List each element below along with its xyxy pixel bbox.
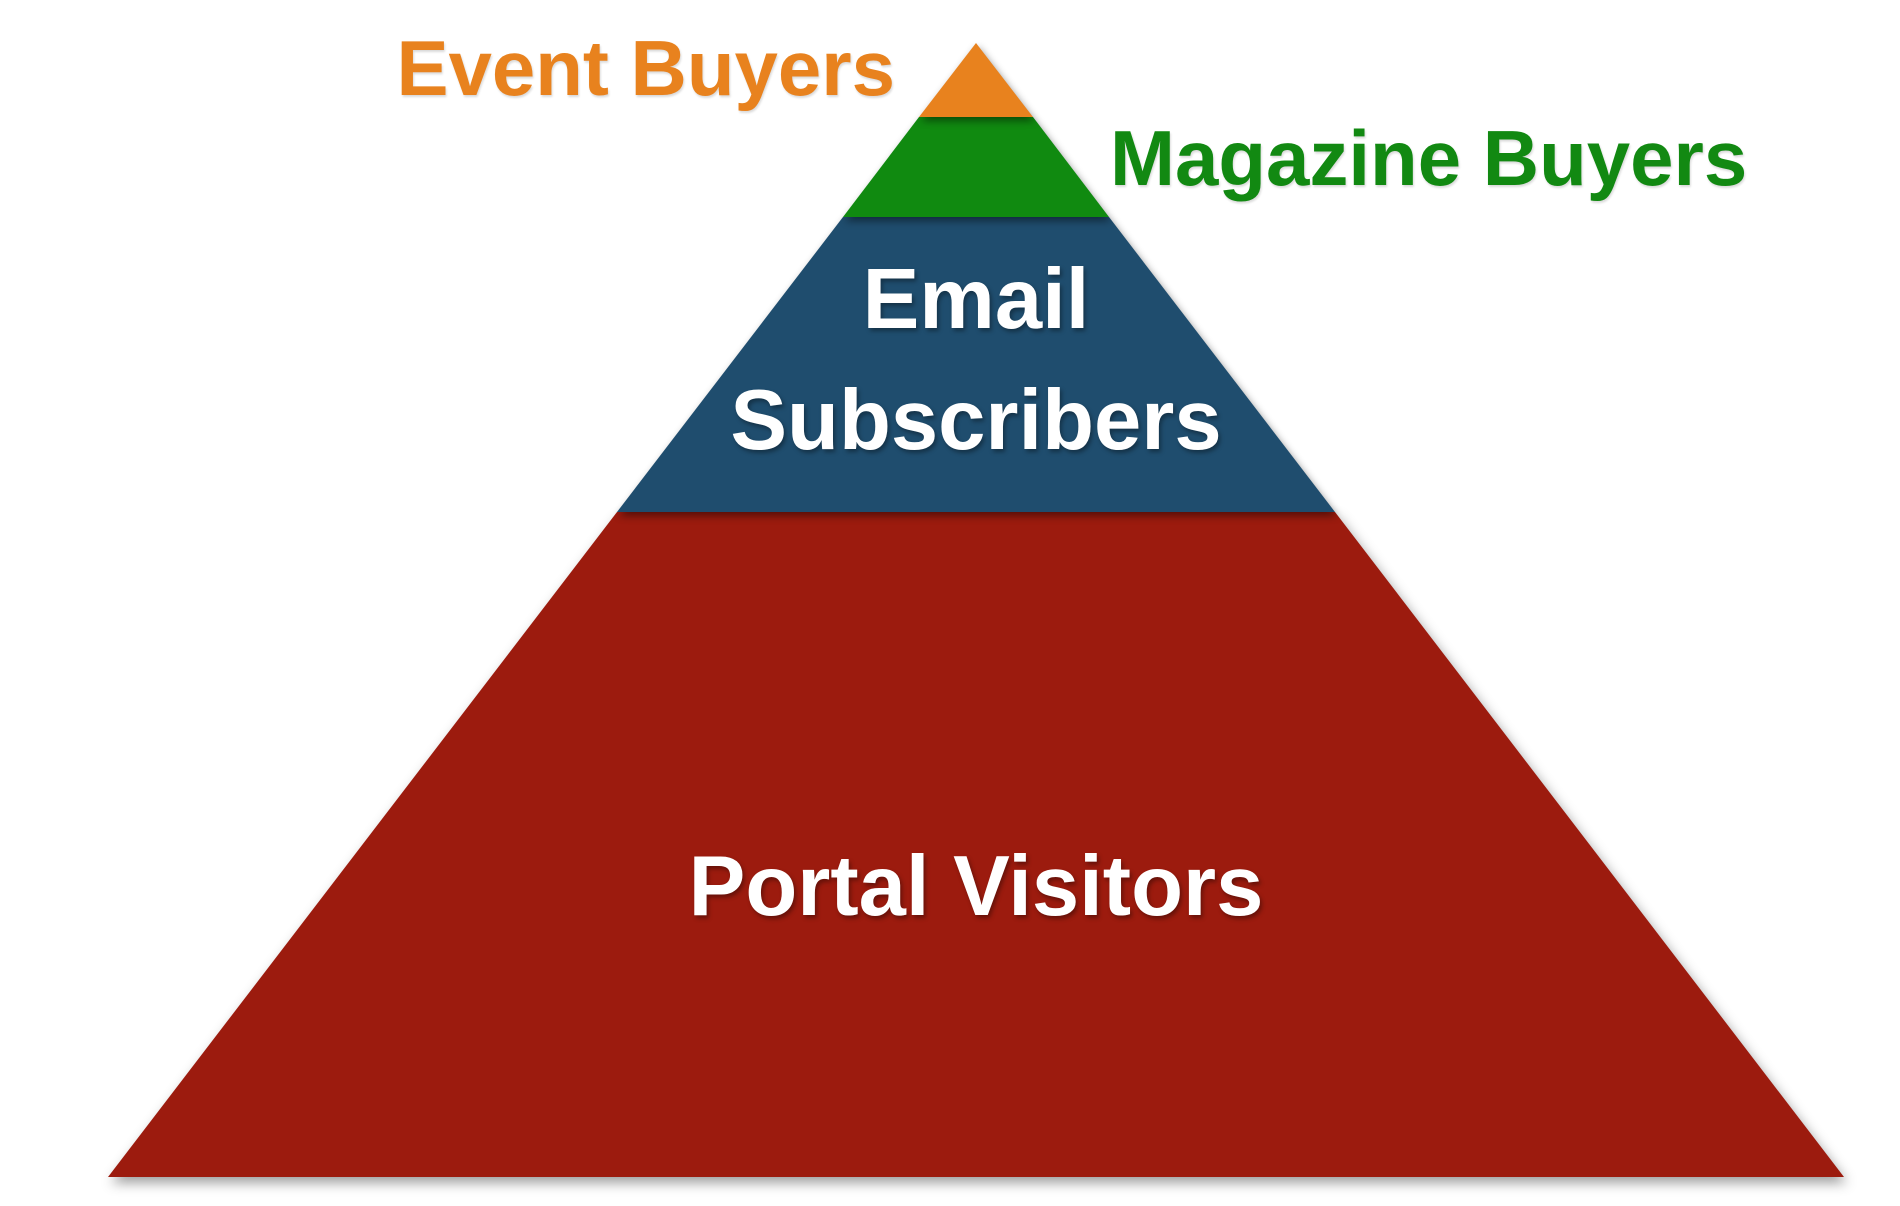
email-subscribers-label: Email Subscribers [730,252,1222,468]
event-buyers-label: Event Buyers [396,24,895,112]
portal-visitors-label: Portal Visitors [688,839,1264,934]
magazine-buyers-label: Magazine Buyers [1110,114,1748,202]
